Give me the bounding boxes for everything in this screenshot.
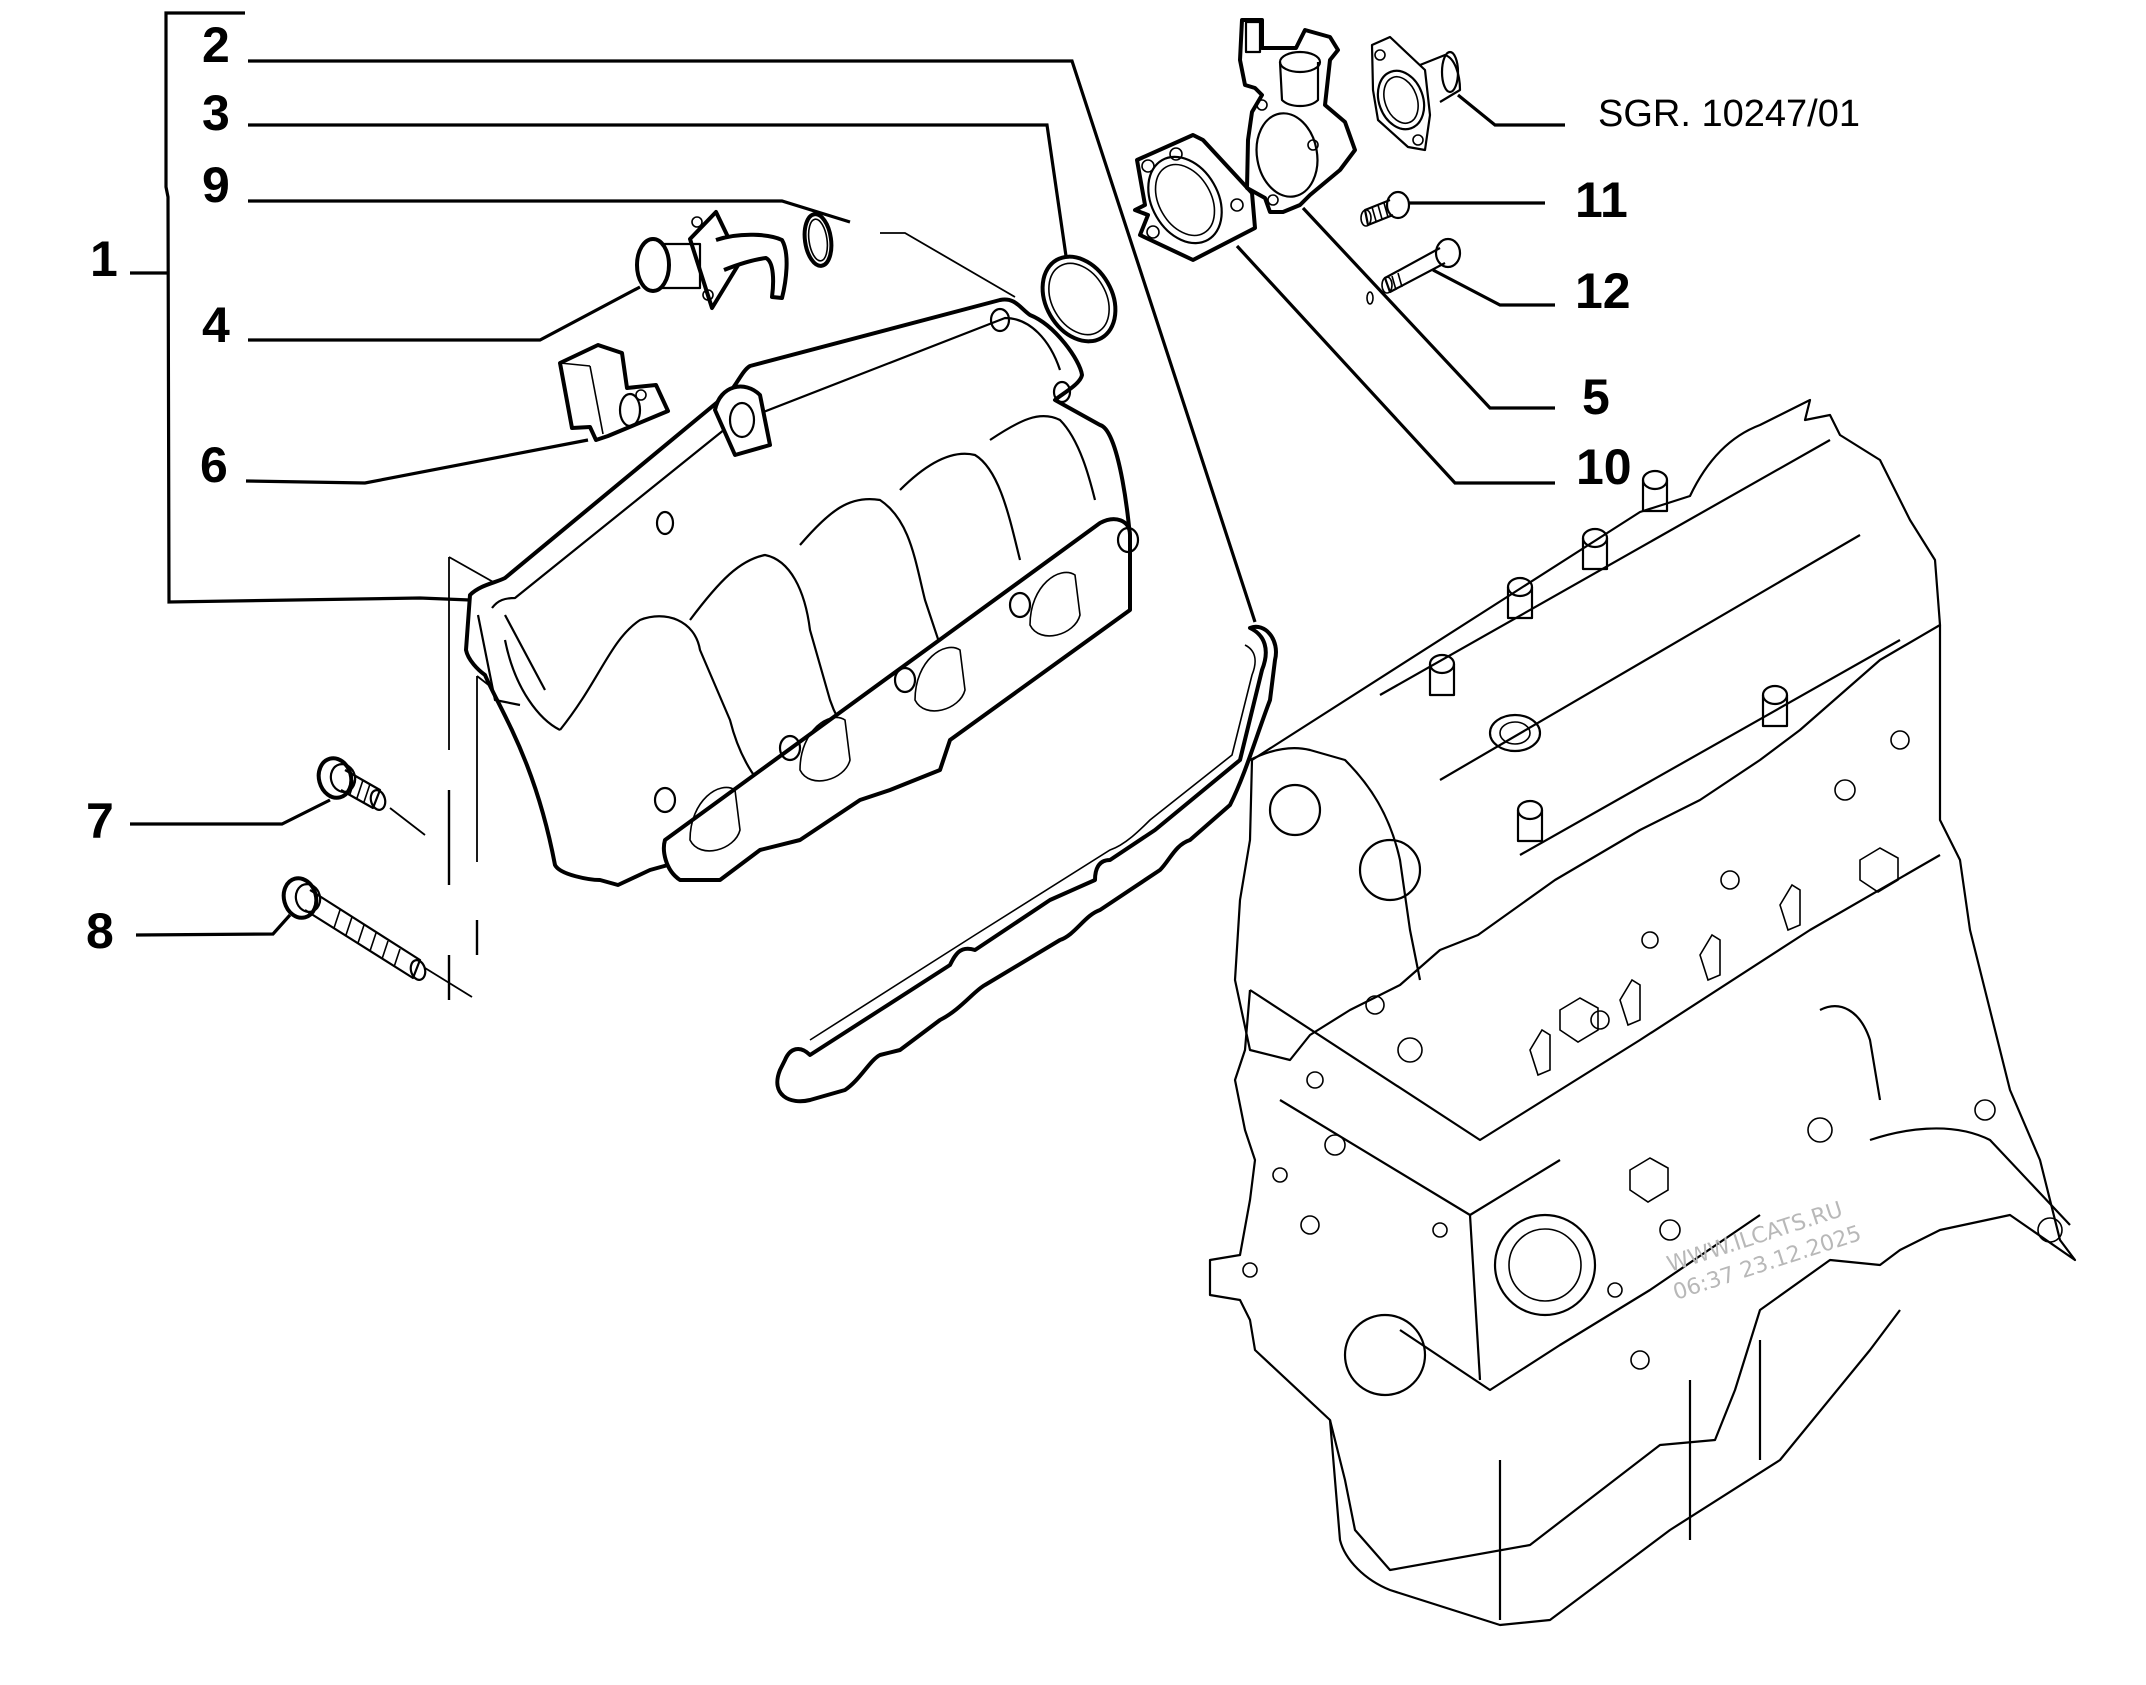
engine-block: WWW.ILCATS.RU 06:37 23.12.2025 — [1208, 398, 2077, 1627]
leader-sgr — [1456, 93, 1565, 127]
bracket-1 — [164, 11, 471, 604]
spark-plug-towers — [1428, 469, 1789, 843]
callout-2[interactable]: 2 — [202, 17, 230, 73]
intake-manifold-part[interactable] — [464, 297, 1140, 887]
callout-4[interactable]: 4 — [202, 297, 230, 353]
leader-lines — [130, 11, 1565, 998]
long-flange-bolt-part[interactable] — [279, 875, 427, 982]
assembly-axis-left-wedge — [448, 556, 496, 584]
reference-code: SGR. 10247/01 — [1598, 93, 1860, 135]
sensor-part[interactable] — [558, 343, 670, 442]
callout-8[interactable]: 8 — [86, 903, 114, 959]
assembly-line-7 — [389, 807, 426, 836]
assembly-line-manifold — [880, 232, 1016, 298]
callout-10[interactable]: 10 — [1576, 439, 1632, 495]
callout-11[interactable]: 11 — [1575, 172, 1628, 228]
block-holes — [1242, 730, 2063, 1370]
leader-10 — [1235, 244, 1555, 485]
short-bolt-part[interactable] — [1360, 190, 1411, 227]
callout-5[interactable]: 5 — [1582, 369, 1610, 425]
leader-5 — [1301, 206, 1555, 410]
long-bolt-part[interactable] — [1366, 237, 1462, 305]
reference-assembly-part[interactable] — [1370, 35, 1462, 152]
callout-7[interactable]: 7 — [86, 793, 114, 849]
leader-12 — [1432, 268, 1555, 307]
leader-8 — [135, 913, 292, 937]
throttle-o-ring-part[interactable] — [1028, 244, 1130, 355]
throttle-body-part[interactable] — [1238, 18, 1357, 214]
callout-6[interactable]: 6 — [200, 437, 228, 493]
leader-2 — [248, 59, 1257, 623]
callout-3[interactable]: 3 — [202, 85, 230, 141]
short-flange-bolt-part[interactable] — [314, 755, 387, 812]
small-o-ring-part[interactable] — [802, 212, 835, 268]
leader-7 — [130, 798, 331, 826]
leader-6 — [245, 438, 589, 485]
callout-9[interactable]: 9 — [202, 157, 230, 213]
leader-3 — [248, 123, 1068, 257]
callout-12[interactable]: 12 — [1575, 263, 1631, 319]
manifold-gasket-part[interactable] — [775, 624, 1278, 1104]
callout-1[interactable]: 1 — [90, 231, 118, 287]
leader-9 — [248, 199, 851, 224]
throttle-adapter-flange-part[interactable] — [1133, 133, 1257, 262]
pipe-union-part[interactable] — [635, 210, 789, 310]
leader-4 — [248, 285, 641, 342]
